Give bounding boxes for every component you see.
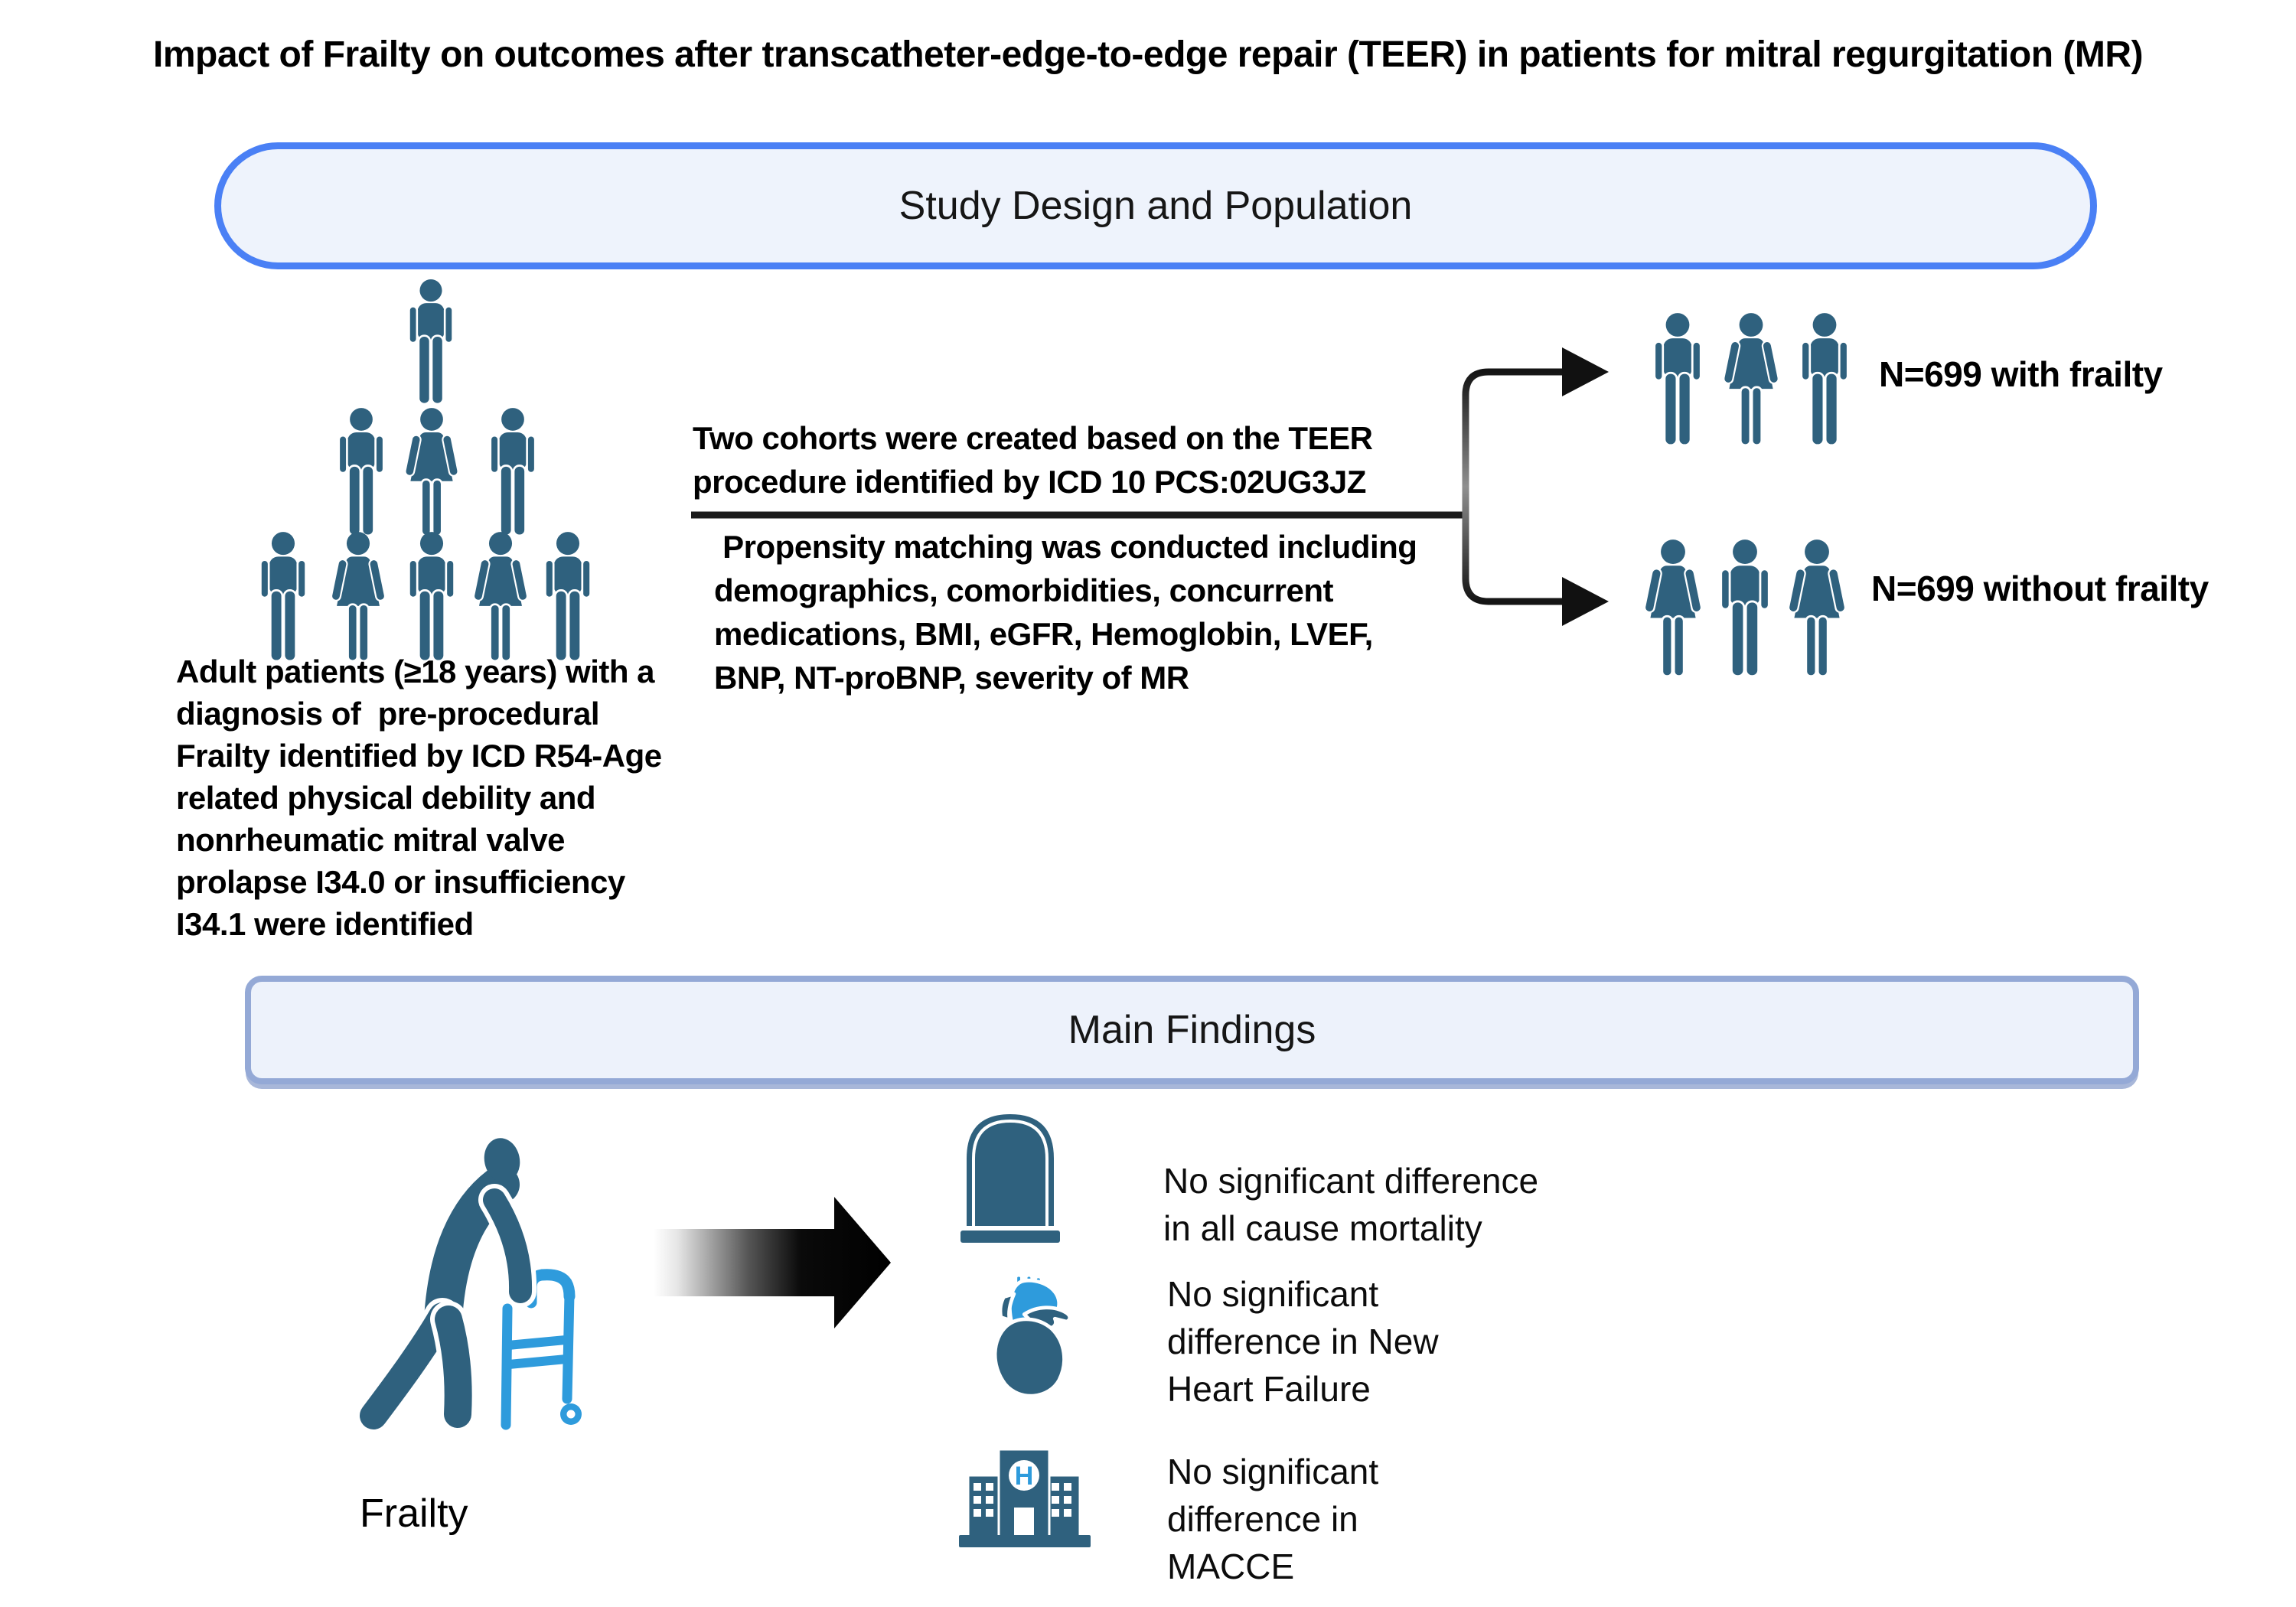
finding-macce-text: No significant difference in MACCE: [1167, 1452, 1379, 1586]
person-woman-icon: [329, 531, 387, 663]
branch-connector: [691, 347, 1609, 626]
propensity-matching-text: Propensity matching was conducted includ…: [714, 529, 1417, 696]
arrowhead-top-icon: [1562, 347, 1609, 396]
cohort-without-frailty-label: N=699 without frailty: [1871, 569, 2209, 608]
frailty-label: Frailty: [360, 1491, 468, 1536]
population-description: Adult patients (≥18 years) with a diagno…: [176, 654, 662, 942]
person-man-icon: [333, 407, 390, 537]
frailty-person-walker-icon: [355, 1138, 582, 1434]
person-man-icon: [1714, 539, 1776, 678]
study-design-header-label: Study Design and Population: [899, 184, 1413, 228]
main-findings-header-label: Main Findings: [1068, 1008, 1316, 1052]
cohort-with-frailty-label: N=699 with frailty: [1879, 354, 2163, 394]
section-header-main-findings: Main Findings: [245, 976, 2139, 1084]
person-woman-icon: [1720, 312, 1782, 447]
arrowhead-bottom-icon: [1562, 577, 1609, 626]
leads-to-arrow-icon: [654, 1197, 891, 1328]
person-man-icon: [254, 531, 312, 663]
anatomical-heart-icon: [993, 1273, 1072, 1398]
person-man-icon: [403, 531, 461, 663]
person-woman-icon: [1642, 539, 1704, 678]
cohort-creation-text: Two cohorts were created based on the TE…: [693, 420, 1373, 500]
tombstone-icon: [960, 1114, 1060, 1243]
person-woman-icon: [403, 407, 460, 537]
person-man-icon: [1647, 312, 1708, 447]
person-man-icon: [484, 407, 541, 537]
person-man-icon: [404, 279, 458, 406]
hospital-icon: H: [959, 1448, 1091, 1547]
finding-mortality-text: No significant difference in all cause m…: [1163, 1161, 1539, 1248]
person-woman-icon: [471, 531, 530, 663]
section-header-study-design: Study Design and Population: [214, 142, 2097, 269]
svg-text:H: H: [1015, 1462, 1034, 1491]
finding-heart-failure-text: No significant difference in New Heart F…: [1167, 1274, 1439, 1409]
person-woman-icon: [1786, 539, 1848, 678]
person-man-icon: [539, 531, 597, 663]
person-man-icon: [1794, 312, 1855, 447]
page-title: Impact of Frailty on outcomes after tran…: [153, 34, 2143, 75]
